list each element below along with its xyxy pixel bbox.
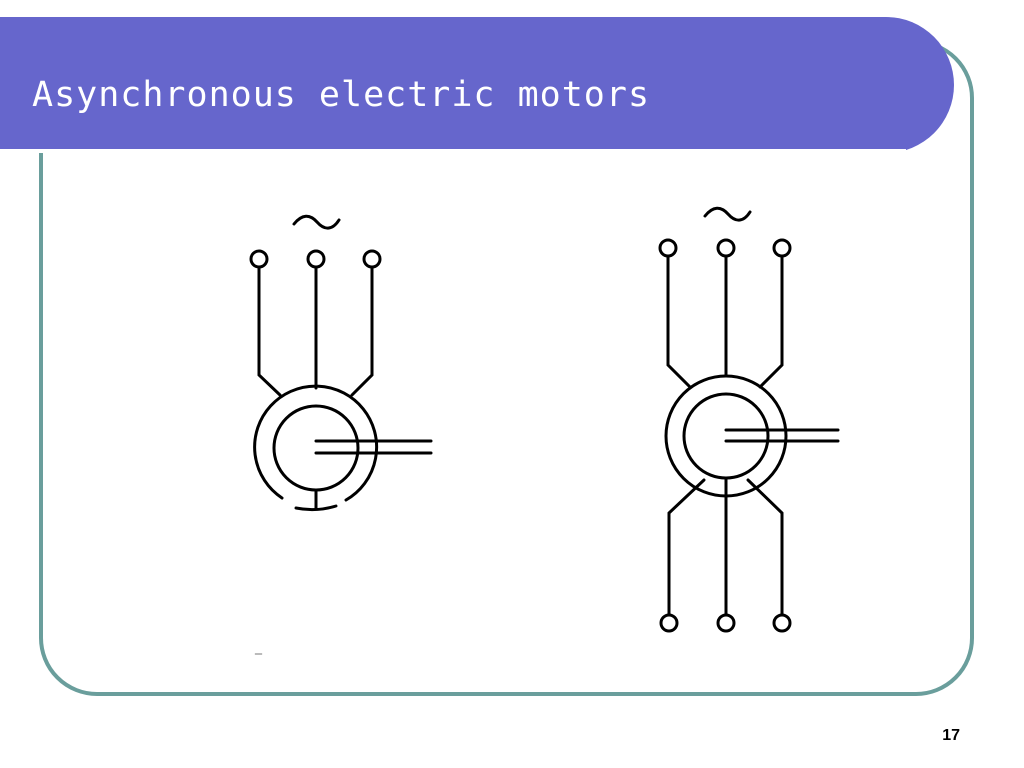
- motor-single-terminal-set: [249, 214, 433, 512]
- title-underline: [0, 149, 906, 153]
- page-number: 17: [942, 727, 960, 744]
- supply-tilde-2: [703, 206, 752, 222]
- terminal-2d: [659, 613, 679, 633]
- rotor-2: [682, 392, 770, 480]
- terminal-2a: [658, 238, 678, 258]
- terminal-1c: [362, 249, 382, 269]
- title-bar: Asynchronous electric motors: [0, 17, 954, 153]
- lead-2f: [746, 478, 784, 616]
- supply-tilde-1: [292, 214, 341, 230]
- lead-2d: [667, 478, 706, 616]
- lead-2a: [666, 254, 692, 389]
- rotor-1: [272, 404, 360, 492]
- lead-2c: [758, 254, 784, 389]
- slide-title: Asynchronous electric motors: [32, 75, 651, 115]
- stray-mark: _: [254, 639, 263, 655]
- terminal-2c: [772, 238, 792, 258]
- lead-1a: [257, 265, 282, 397]
- terminal-2e: [716, 613, 736, 633]
- terminal-2b: [716, 238, 736, 258]
- lead-1c: [350, 265, 374, 397]
- rotor-slip-1: [294, 504, 338, 512]
- motor-double-terminal-set: [658, 206, 840, 633]
- terminal-2f: [772, 613, 792, 633]
- terminal-1a: [249, 249, 269, 269]
- stator-1: [253, 384, 379, 502]
- terminal-1b: [306, 249, 326, 269]
